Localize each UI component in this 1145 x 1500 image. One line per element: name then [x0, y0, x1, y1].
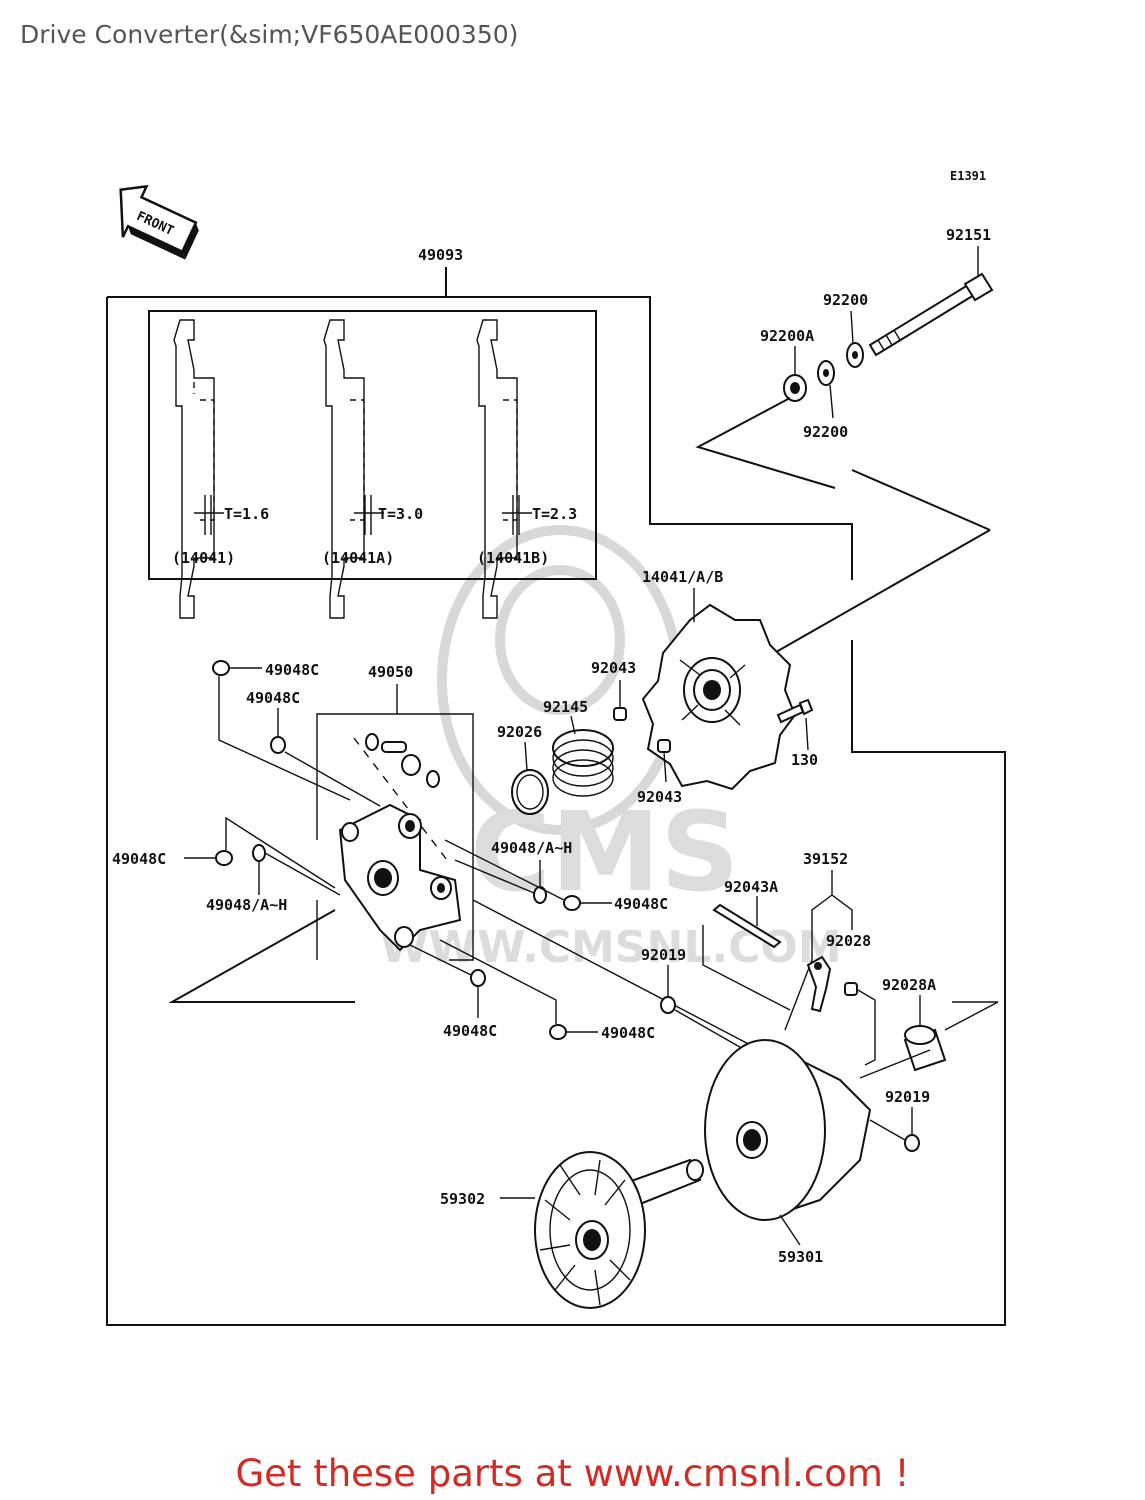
shim-detail-box: [148, 310, 597, 580]
part-label: 49050: [368, 663, 413, 681]
cam-arm-assembly: [338, 803, 462, 952]
shaft-92043a: [712, 903, 782, 949]
assembly-outline: [106, 267, 1006, 1326]
spring-92145: [552, 729, 614, 797]
part-label: 49048C: [246, 689, 300, 707]
nut-49048c: [215, 850, 233, 866]
diagram-code: E1391: [950, 169, 986, 183]
spider-14041: [641, 603, 797, 791]
part-label: 49048/A~H: [206, 896, 287, 914]
page-title: Drive Converter(&sim;VF650AE000350): [20, 20, 519, 49]
shim-thickness: T=2.3: [532, 505, 577, 523]
nut-49048c: [563, 895, 581, 911]
nut-49048c: [549, 1024, 567, 1040]
shim-thickness: T=1.6: [224, 505, 269, 523]
bolt-130: [776, 698, 814, 724]
nut-49048ah: [252, 844, 266, 862]
part-label: 92200: [823, 291, 868, 309]
watermark-brand: CMS: [470, 788, 739, 916]
watermark-url: WWW.CMSNL.COM: [380, 922, 842, 973]
part-label: 92028A: [882, 976, 936, 994]
shim-part-number: (14041): [172, 549, 235, 567]
part-label: 59301: [778, 1248, 823, 1266]
shim-plate: [323, 319, 384, 619]
part-label: 49048C: [443, 1022, 497, 1040]
shim-plate: [173, 319, 224, 619]
shim-part-number: (14041B): [477, 549, 549, 567]
part-label: 130: [791, 751, 818, 769]
nut-92019: [904, 1134, 920, 1152]
part-label: 92026: [497, 723, 542, 741]
washer-92200: [817, 360, 835, 386]
nut-49048c: [470, 969, 486, 987]
fixed-sheave-59302: [534, 1151, 704, 1309]
part-label: 92019: [641, 946, 686, 964]
part-label: 14041/A/B: [642, 568, 723, 586]
footer-link-text[interactable]: Get these parts at www.cmsnl.com !: [235, 1452, 910, 1495]
bolt-92151: [868, 272, 994, 357]
pin-92043: [613, 707, 627, 721]
part-label: 92028: [826, 932, 871, 950]
part-label: 92200A: [760, 327, 814, 345]
front-arrow-icon: FRONT: [119, 184, 199, 260]
part-label: 49048/A~H: [491, 839, 572, 857]
part-label: 59302: [440, 1190, 485, 1208]
cmsnl-watermark: CMS WWW.CMSNL.COM: [380, 525, 842, 973]
collar-92028a: [903, 1025, 947, 1072]
part-label: 92043: [591, 659, 636, 677]
part-label: 49093: [418, 246, 463, 264]
nut-49048c: [270, 736, 286, 754]
part-label: 92200: [803, 423, 848, 441]
part-label: 92043: [637, 788, 682, 806]
part-label: 92043A: [724, 878, 778, 896]
pin-92028: [844, 982, 858, 996]
pin-92043: [657, 739, 671, 753]
shim-plate: [476, 319, 532, 619]
part-label: 49048C: [601, 1024, 655, 1042]
part-labels: 92151 92200 92200A 92200 49093 14041/A/B…: [112, 226, 991, 1266]
part-label: 49048C: [614, 895, 668, 913]
moveable-sheave-59301: [704, 1039, 872, 1221]
part-label: 39152: [803, 850, 848, 868]
washer-92200: [846, 342, 864, 368]
shim-thickness: T=3.0: [378, 505, 423, 523]
shim-part-number: (14041A): [322, 549, 394, 567]
part-label: 92145: [543, 698, 588, 716]
part-label: 49048C: [112, 850, 166, 868]
part-label: 92019: [885, 1088, 930, 1106]
nut-49048c: [212, 660, 230, 676]
nut-92019: [660, 996, 676, 1014]
part-label: 49048C: [265, 661, 319, 679]
part-label: 92151: [946, 226, 991, 244]
arm-92028: [806, 955, 832, 1013]
ring-92026: [511, 769, 549, 815]
nut-92200A: [783, 374, 807, 402]
roller-49050: [365, 733, 440, 788]
